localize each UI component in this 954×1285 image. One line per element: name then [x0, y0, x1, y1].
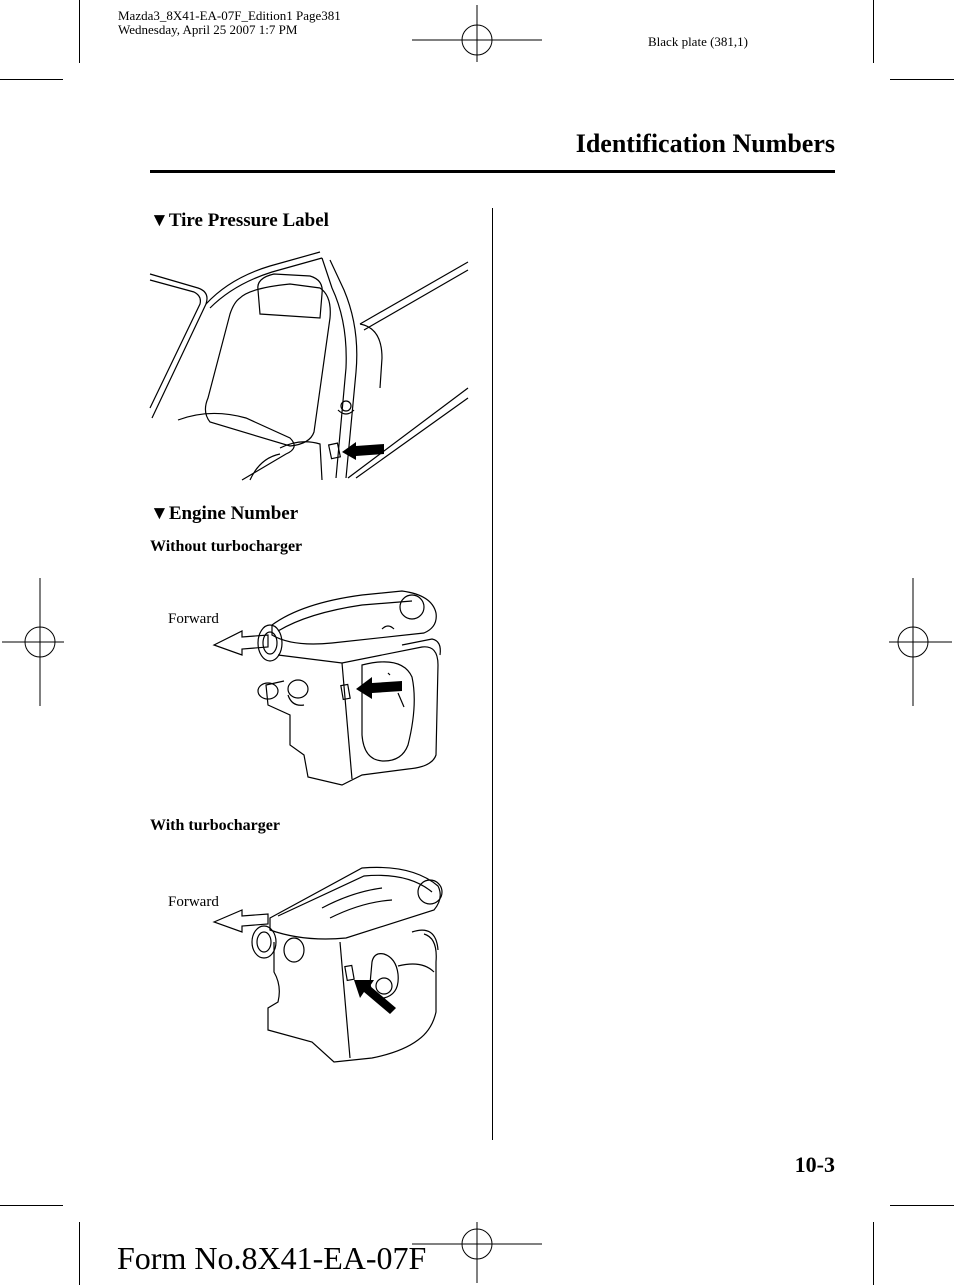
- print-header-line2: Wednesday, April 25 2007 1:7 PM: [118, 22, 298, 37]
- arrow-icon: [342, 442, 384, 460]
- column-divider: [492, 208, 493, 1140]
- triangle-down-icon: ▼: [150, 210, 169, 231]
- crop-mark-bottom-right-h: [890, 1205, 954, 1206]
- crop-mark-bottom-right-v: [873, 1222, 874, 1285]
- crop-mark-top-right-h: [890, 79, 954, 80]
- crop-mark-top-right-v: [873, 0, 874, 63]
- form-number: Form No.8X41-EA-07F: [117, 1240, 427, 1276]
- title-rule: [150, 170, 835, 173]
- triangle-down-icon: ▼: [150, 503, 169, 524]
- arrow-icon: [356, 677, 402, 699]
- page-number: 10-3: [794, 1152, 835, 1177]
- tire-pressure-heading-text: Tire Pressure Label: [168, 210, 329, 231]
- engine-illustration-turbo: [212, 866, 443, 1063]
- print-header-plate: Black plate (381,1): [648, 34, 748, 49]
- crop-mark-top-left-h: [0, 79, 63, 80]
- section-title: Identification Numbers: [575, 129, 835, 158]
- print-header-line1: Mazda3_8X41-EA-07F_Edition1 Page381: [118, 8, 341, 23]
- with-turbo-label: With turbocharger: [150, 817, 280, 834]
- without-turbo-label: Without turbocharger: [150, 538, 303, 555]
- tire-pressure-heading: ▼Tire Pressure Label: [150, 210, 329, 232]
- crop-mark-bottom-left-v: [79, 1222, 80, 1285]
- engine-number-heading: ▼Engine Number: [150, 503, 298, 525]
- door-pillar-illustration: [149, 251, 469, 481]
- forward-caption-1: Forward: [168, 611, 219, 627]
- crop-mark-top-left-v: [79, 0, 80, 63]
- engine-illustration-no-turbo: [212, 590, 441, 786]
- forward-caption-2: Forward: [168, 894, 219, 910]
- engine-number-heading-text: Engine Number: [168, 503, 299, 524]
- crop-mark-bottom-left-h: [0, 1205, 63, 1206]
- arrow-icon: [354, 980, 396, 1014]
